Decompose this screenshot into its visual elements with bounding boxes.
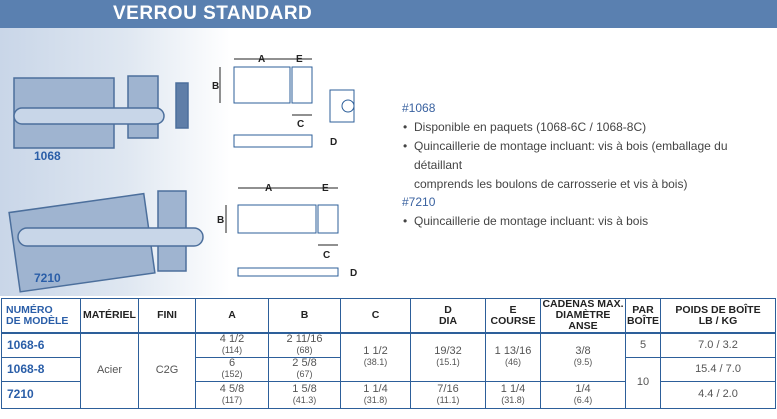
dim-c-label: C bbox=[297, 119, 304, 130]
col-a: A bbox=[195, 298, 269, 334]
b: 1 5/8(41.3) bbox=[268, 380, 341, 409]
dim-b-label-2: B bbox=[217, 215, 224, 226]
lock: 3/8(9.5) bbox=[540, 332, 626, 382]
e: 1 1/4(31.8) bbox=[485, 380, 541, 409]
finish: C2G bbox=[138, 332, 196, 409]
dim-d-label-2: D bbox=[350, 268, 357, 279]
weight: 4.4 / 2.0 bbox=[660, 380, 776, 409]
model: 7210 bbox=[1, 380, 81, 409]
bolt-7210-photo bbox=[8, 190, 204, 293]
dim-e-label-2: E bbox=[322, 183, 329, 194]
lock: 1/4(6.4) bbox=[540, 380, 626, 409]
weight: 15.4 / 7.0 bbox=[660, 356, 776, 382]
note-heading: #7210 bbox=[402, 195, 436, 209]
col-finish: FINI bbox=[138, 298, 196, 334]
product-photo-area bbox=[0, 28, 230, 296]
table-row: 1068-6 Acier C2G 4 1/2(114) 2 11/16(68) … bbox=[1, 332, 776, 409]
note-bullet-continued: comprends les boulons de carrosserie et … bbox=[414, 177, 688, 191]
col-material: MATÉRIEL bbox=[80, 298, 139, 334]
col-b: B bbox=[268, 298, 341, 334]
a: 6(152) bbox=[195, 356, 269, 382]
notes-7210: #7210 Quincaillerie de montage incluant:… bbox=[402, 193, 648, 231]
e: 1 13/16(46) bbox=[485, 332, 541, 382]
weight: 7.0 / 3.2 bbox=[660, 332, 776, 358]
per-box: 10 bbox=[625, 356, 661, 409]
note-heading: #1068 bbox=[402, 101, 436, 115]
model: 1068-8 bbox=[1, 356, 81, 382]
d: 19/32(15.1) bbox=[410, 332, 486, 382]
model: 1068-6 bbox=[1, 332, 81, 358]
table-row: 1068-8 6(152) 2 5/8(67) 10 15.4 / 7.0 bbox=[1, 356, 776, 409]
dim-e-label: E bbox=[296, 54, 303, 65]
b: 2 11/16(68) bbox=[268, 332, 341, 358]
note-bullet: Disponible en paquets (1068-6C / 1068-8C… bbox=[402, 118, 777, 137]
bolt-1068-photo bbox=[13, 75, 189, 149]
dim-c-label-2: C bbox=[323, 250, 330, 261]
b: 2 5/8(67) bbox=[268, 356, 341, 382]
page-title: VERROU STANDARD bbox=[113, 3, 313, 24]
dim-a-label: A bbox=[258, 54, 265, 65]
c: 1 1/2(38.1) bbox=[340, 332, 411, 382]
a: 4 5/8(117) bbox=[195, 380, 269, 409]
note-bullet: Quincaillerie de montage incluant: vis à… bbox=[402, 212, 648, 231]
material: Acier bbox=[80, 332, 139, 409]
col-lock: CADENAS MAX.DIAMÈTRE ANSE bbox=[540, 298, 626, 334]
a: 4 1/2(114) bbox=[195, 332, 269, 358]
d: 7/16(11.1) bbox=[410, 380, 486, 409]
per-box: 5 bbox=[625, 332, 661, 358]
c: 1 1/4(31.8) bbox=[340, 380, 411, 409]
notes-1068: #1068 Disponible en paquets (1068-6C / 1… bbox=[402, 99, 777, 194]
product-label-1068: 1068 bbox=[34, 149, 61, 163]
col-c: C bbox=[340, 298, 411, 334]
note-bullet: Quincaillerie de montage incluant: vis à… bbox=[402, 137, 777, 175]
dim-b-label: B bbox=[212, 81, 219, 92]
technical-diagrams: A E B C D A E B C D bbox=[212, 54, 357, 279]
title-bar: VERROU STANDARD bbox=[0, 0, 777, 28]
product-label-7210: 7210 bbox=[34, 271, 61, 285]
dim-d-label: D bbox=[330, 137, 337, 148]
table-row: 7210 4 5/8(117) 1 5/8(41.3) 1 1/4(31.8) … bbox=[1, 380, 776, 409]
dim-a-label-2: A bbox=[265, 183, 272, 194]
